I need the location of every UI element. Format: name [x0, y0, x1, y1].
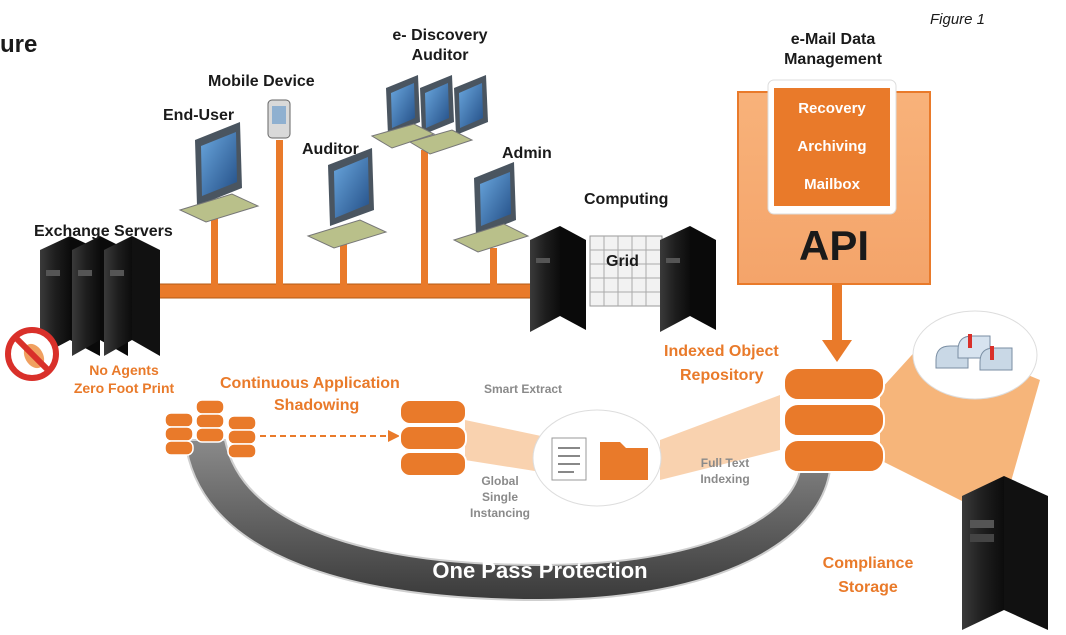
network-bus	[149, 283, 536, 299]
shadowing-label-line1: Continuous Application	[220, 375, 400, 392]
middle-db-stack	[399, 399, 467, 477]
compliance-storage-server	[962, 476, 1048, 630]
no-agents-icon	[5, 327, 59, 381]
smart-extract-label: Smart Extract	[484, 382, 563, 396]
mobile-device-label: Mobile Device	[208, 73, 315, 90]
admin-label: Admin	[502, 145, 552, 162]
ediscovery-label-line1: e- Discovery	[392, 27, 488, 44]
exchange-servers-label: Exchange Servers	[34, 223, 173, 240]
grid-label: Grid	[606, 253, 639, 270]
one-pass-label: One Pass Protection	[432, 558, 648, 583]
auditor-computer	[306, 148, 388, 249]
end-user-computer	[178, 122, 260, 223]
indexed-repository-label-line1: Indexed Object	[664, 343, 779, 360]
email-mgmt-title-line1: e-Mail Data	[790, 31, 876, 48]
computing-grid	[530, 226, 716, 332]
api-label: API	[798, 222, 869, 269]
drop-admin	[490, 248, 497, 286]
drop-ediscovery	[421, 150, 428, 286]
page-title-fragment: ure	[0, 31, 38, 58]
drop-auditor	[340, 238, 347, 286]
api-arrow-shaft	[832, 285, 842, 343]
global-label-line1: Global	[481, 474, 519, 488]
no-agents-label: No Agents	[89, 362, 159, 378]
mailbox-item: Mailbox	[804, 176, 860, 193]
ediscovery-label-line2: Auditor	[411, 47, 469, 64]
end-user-label: End-User	[163, 107, 235, 124]
mobile-device-icon	[267, 99, 291, 139]
email-mgmt-title-line2: Management	[784, 51, 882, 68]
recovery-item: Recovery	[798, 100, 866, 117]
drop-end-user	[211, 218, 218, 286]
indexed-repository-db	[783, 367, 885, 473]
zero-footprint-label: Zero Foot Print	[73, 380, 175, 396]
figure-label: Figure 1	[930, 11, 986, 28]
ediscovery-computers	[370, 75, 488, 155]
global-label-line3: Instancing	[469, 506, 530, 520]
mailbox-icon	[912, 310, 1038, 400]
auditor-label: Auditor	[302, 141, 359, 158]
global-label-line2: Single	[481, 490, 518, 504]
indexed-repository-label-line2: Repository	[680, 367, 764, 384]
computing-label: Computing	[584, 191, 669, 208]
documents-folder-icon	[532, 409, 662, 507]
admin-computer	[452, 162, 530, 253]
fulltext-label-line2: Indexing	[700, 472, 750, 486]
index-beam	[660, 395, 780, 480]
drop-mobile	[276, 140, 283, 286]
fulltext-label-line1: Full Text	[700, 456, 750, 470]
exchange-servers	[40, 236, 160, 356]
compliance-label-line2: Storage	[838, 579, 898, 596]
api-box	[737, 79, 931, 285]
archiving-item: Archiving	[797, 138, 867, 155]
shadowing-label-line2: Shadowing	[274, 397, 360, 414]
compliance-label-line1: Compliance	[822, 555, 914, 572]
api-arrow-head	[822, 340, 852, 362]
shadow-db-stacks	[164, 399, 257, 459]
